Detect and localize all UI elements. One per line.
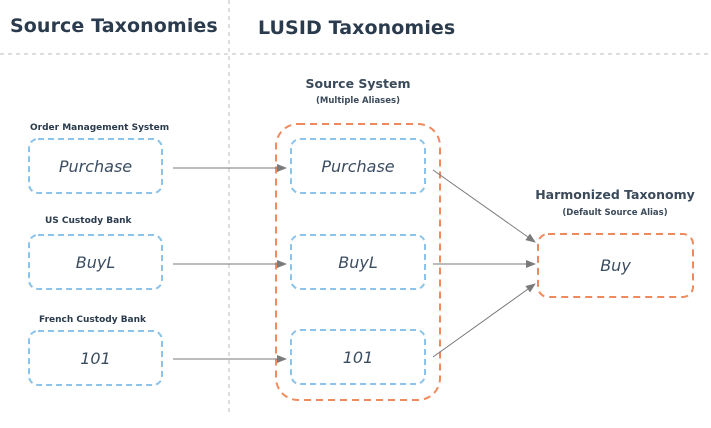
lusid-taxonomies-header: LUSID Taxonomies — [258, 17, 456, 39]
alias-value-101-wrap: 101 — [291, 330, 425, 384]
alias-value-101: 101 — [342, 347, 374, 367]
harmonized-box — [537, 233, 694, 298]
source-system-container — [275, 123, 441, 401]
source-label-oms: Order Management System — [30, 123, 170, 133]
source-label-french-custody: French Custody Bank — [39, 315, 147, 325]
harmonized-value: Buy — [600, 256, 631, 275]
source-value-oms: Purchase — [58, 156, 133, 176]
harmonized-title: Harmonized Taxonomy — [535, 187, 695, 202]
source-system-subtitle: (Multiple Aliases) — [316, 96, 400, 106]
source-system-title: Source System — [305, 76, 411, 91]
source-value-french-custody: 101 — [80, 348, 111, 368]
harmonized-value-wrap: Buy — [538, 234, 693, 297]
alias-value-purchase-wrap: Purchase — [291, 139, 425, 193]
source-value-us-custody: BuyL — [75, 252, 116, 272]
arrow-purchase-to-buy — [432, 169, 536, 243]
alias-value-buyl: BuyL — [338, 252, 378, 272]
source-value-oms-wrap: Purchase — [29, 139, 162, 193]
source-value-us-wrap: BuyL — [29, 235, 162, 289]
alias-value-buyl-wrap: BuyL — [291, 235, 425, 289]
source-value-french-wrap: 101 — [29, 331, 162, 385]
alias-value-purchase: Purchase — [321, 156, 395, 176]
harmonized-subtitle: (Default Source Alias) — [562, 208, 668, 218]
source-label-us-custody: US Custody Bank — [45, 216, 132, 226]
arrow-101-to-buy — [432, 283, 536, 358]
source-taxonomies-header: Source Taxonomies — [10, 15, 218, 37]
